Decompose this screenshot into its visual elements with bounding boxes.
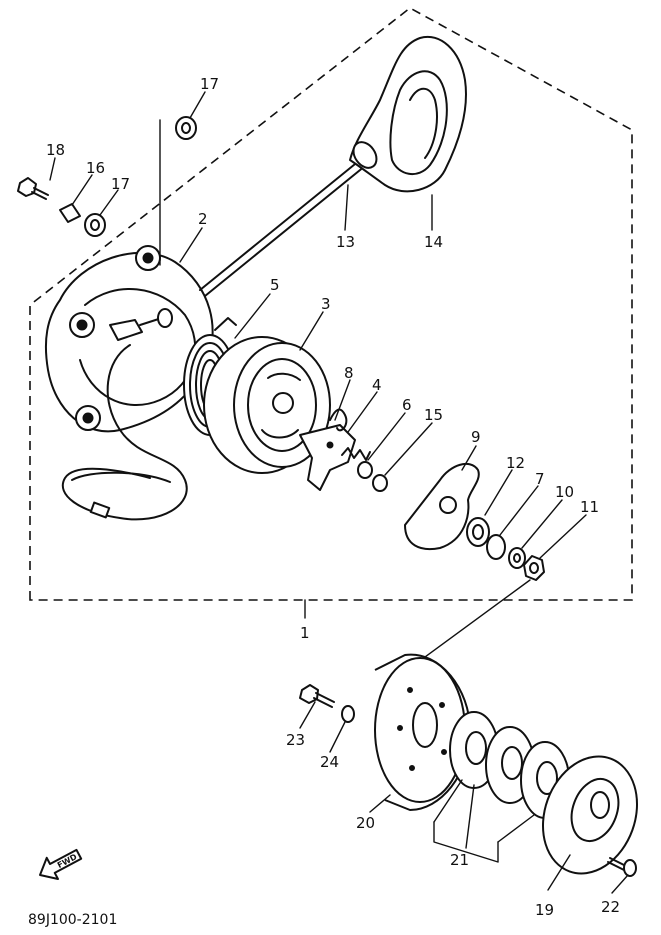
leader-lines (49, 91, 629, 894)
bushing-17-top (175, 116, 197, 140)
callout-5: 5 (270, 276, 280, 294)
drawing-code: 89J100-2101 (28, 912, 117, 928)
washer-12 (466, 517, 490, 547)
friction-spring (341, 447, 371, 461)
starter-rope (199, 159, 366, 297)
washer-24 (341, 705, 355, 723)
callout-16: 16 (86, 159, 105, 177)
callout-22: 22 (601, 898, 620, 916)
pawl-spring (329, 408, 348, 432)
screw-22 (607, 857, 637, 877)
callout-21: 21 (450, 851, 469, 869)
callout-18: 18 (46, 141, 65, 159)
assembly-boundary (29, 7, 633, 601)
washer-15 (372, 474, 388, 492)
spring-washer-10 (508, 547, 526, 569)
bushing-17-left (84, 213, 106, 237)
callout-3: 3 (321, 295, 331, 313)
callout-24: 24 (320, 753, 339, 771)
callout-15: 15 (424, 406, 443, 424)
bolt-18 (17, 177, 49, 200)
pawl (299, 424, 356, 491)
callout-8: 8 (344, 364, 354, 382)
washer-7 (486, 534, 506, 560)
callout-17-top: 17 (200, 75, 219, 93)
bolt-23 (299, 684, 335, 708)
washer-6 (357, 461, 373, 479)
forward-arrow-icon: FWD (39, 848, 83, 881)
callout-6: 6 (402, 396, 412, 414)
callout-9: 9 (471, 428, 481, 446)
callout-2: 2 (198, 210, 208, 228)
starter-pulley-20 (374, 653, 471, 811)
callout-14: 14 (424, 233, 443, 251)
callout-11: 11 (580, 498, 599, 516)
callout-4: 4 (372, 376, 382, 394)
callout-1: 1 (300, 624, 310, 642)
callout-20: 20 (356, 814, 375, 832)
rope-loop (62, 344, 188, 521)
rotor-plate-19 (541, 755, 639, 875)
callout-7: 7 (535, 470, 545, 488)
nut-11 (523, 555, 545, 581)
callout-12: 12 (506, 454, 525, 472)
starter-case (45, 245, 214, 433)
friction-plate (404, 462, 480, 550)
callout-23: 23 (286, 731, 305, 749)
callout-13: 13 (336, 233, 355, 251)
callout-17-left: 17 (111, 175, 130, 193)
starter-handle (349, 35, 467, 193)
callout-10: 10 (555, 483, 574, 501)
collar-16 (59, 203, 81, 223)
callout-19: 19 (535, 901, 554, 919)
